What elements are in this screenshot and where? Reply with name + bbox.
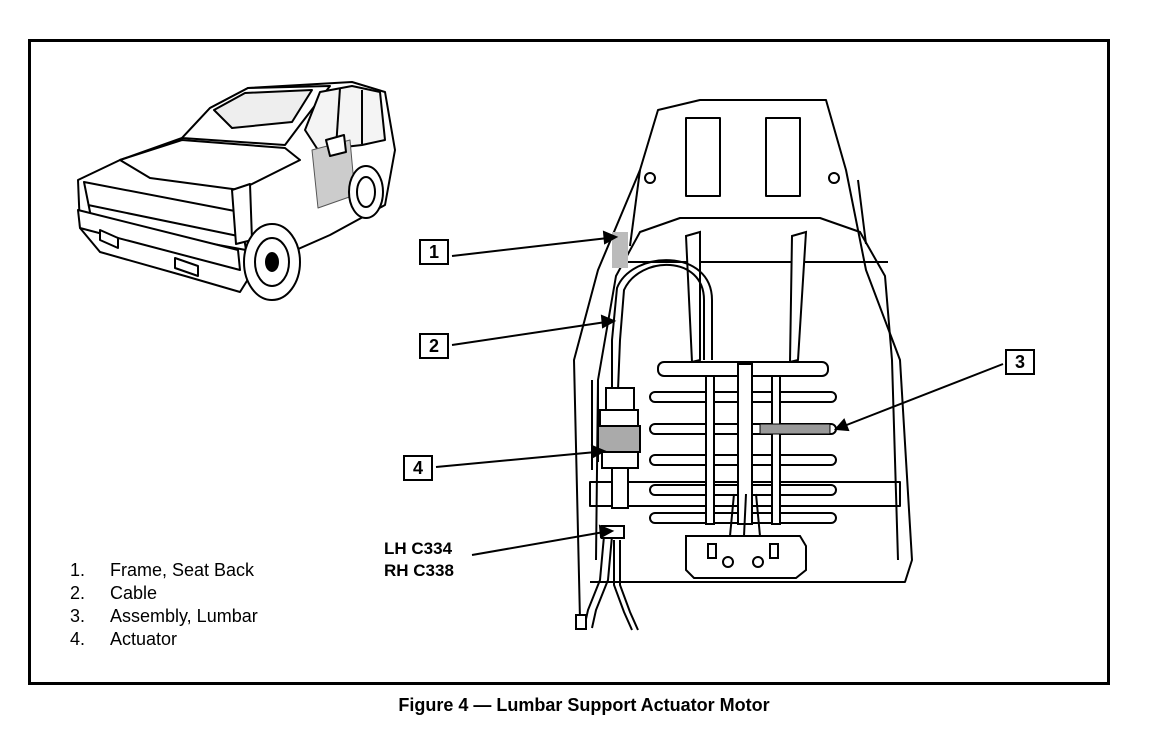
callout-4: 4: [403, 455, 433, 481]
legend-text: Actuator: [110, 629, 178, 649]
legend-number: 3.: [70, 606, 86, 626]
legend-item: 1. Frame, Seat Back: [70, 559, 258, 582]
legend-text: Assembly, Lumbar: [110, 606, 258, 626]
legend-item: 4. Actuator: [70, 628, 258, 651]
lumbar-cable: [611, 259, 713, 391]
legend-item: 2. Cable: [70, 582, 258, 605]
legend-text: Cable: [110, 583, 158, 603]
leader-lines: [435, 230, 1004, 556]
connector-label: LH C334 RH C338: [384, 538, 454, 582]
connector-lh: LH C334: [384, 539, 453, 558]
lumbar-assembly: [649, 230, 837, 579]
seat-back-frame: [573, 99, 913, 621]
legend-number: 1.: [70, 560, 86, 580]
vehicle-illustration: [77, 81, 396, 301]
actuator-motor: [591, 380, 641, 509]
figure-frame: [28, 39, 1110, 685]
legend-number: 4.: [70, 629, 86, 649]
legend-item: 3. Assembly, Lumbar: [70, 605, 258, 628]
wiring-harness: [575, 525, 639, 631]
parts-legend: 1. Frame, Seat Back 2. Cable 3. Assembly…: [70, 559, 258, 651]
connector-rh: RH C338: [384, 561, 454, 580]
legend-number: 2.: [70, 583, 86, 603]
figure-caption: Figure 4 — Lumbar Support Actuator Motor: [398, 695, 770, 715]
callout-2: 2: [419, 333, 449, 359]
callout-3: 3: [1005, 349, 1035, 375]
legend-text: Frame, Seat Back: [110, 560, 255, 580]
callout-1: 1: [419, 239, 449, 265]
